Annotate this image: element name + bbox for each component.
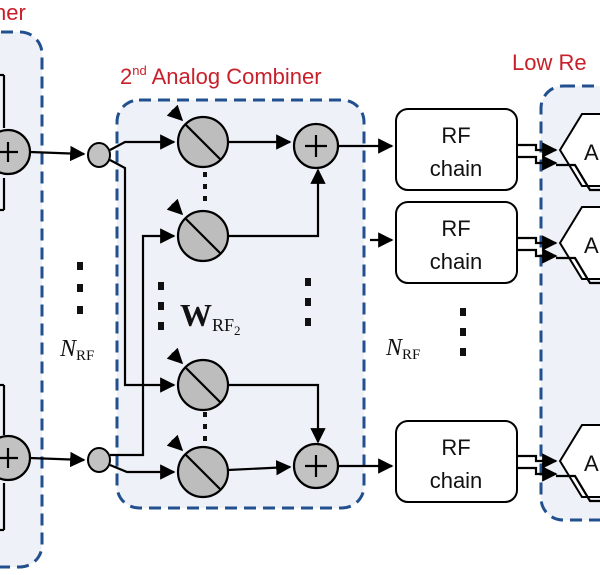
- first-combiner-title: ner: [0, 0, 26, 25]
- ellipsis-phase-bottom: [203, 412, 207, 441]
- svg-text:A: A: [584, 451, 599, 476]
- low-res-title: Low Re: [512, 50, 587, 75]
- svg-text:chain: chain: [430, 249, 483, 274]
- rf-chain-1: RF chain: [395, 108, 518, 191]
- svg-text:A: A: [584, 140, 599, 165]
- phase-shifter-1: [166, 104, 230, 169]
- splitter-top-wires: [109, 134, 176, 393]
- vertical-ellipsis-combiner-left: [158, 282, 164, 330]
- iq-wires-1: [517, 142, 558, 171]
- phase-shifter-4: [166, 434, 230, 499]
- svg-text:RF: RF: [441, 216, 470, 241]
- weight-matrix-label: WRF2: [180, 297, 241, 338]
- first-combiner-branch-top: [0, 73, 6, 212]
- combiner-adder-top: [292, 122, 340, 170]
- svg-text:RF: RF: [441, 435, 470, 460]
- wire-ps3-to-adder-bottom: [228, 383, 326, 444]
- svg-text:RF: RF: [441, 123, 470, 148]
- svg-text:chain: chain: [430, 156, 483, 181]
- ellipsis-phase-top: [203, 172, 207, 201]
- analog-combiner-title: 2nd Analog Combiner: [120, 63, 322, 89]
- svg-text:A: A: [584, 233, 599, 258]
- rf-chain-3: RF chain: [395, 420, 518, 503]
- splitter-bottom-wires: [109, 228, 176, 480]
- splitter-top: [87, 142, 111, 168]
- svg-text:chain: chain: [430, 468, 483, 493]
- iq-wires-3: [517, 453, 558, 482]
- splitter-bottom: [87, 447, 111, 473]
- vertical-ellipsis-left: [77, 262, 83, 314]
- wire-adder-to-splitter-top: [29, 145, 86, 162]
- vertical-ellipsis-combiner-right: [305, 278, 311, 326]
- combiner-adder-bottom: [292, 442, 340, 490]
- wire-ps4-to-adder-bottom: [227, 459, 292, 476]
- first-combiner-group: [0, 30, 44, 569]
- adc-3: A: [556, 424, 600, 503]
- adc-2: A: [556, 206, 600, 285]
- wire-adder-to-splitter-bottom: [29, 451, 86, 468]
- rf-chain-2: RF chain: [395, 201, 518, 284]
- wire-ps2-to-adder-top: [228, 168, 326, 238]
- nrf-label-right: NRF: [385, 335, 420, 363]
- low-res-adc-group: [539, 84, 600, 522]
- iq-wires-2: [517, 235, 558, 264]
- adc-1: A: [556, 113, 600, 192]
- nrf-label-left: NRF: [59, 336, 94, 364]
- first-combiner-branch-bottom: [0, 383, 6, 532]
- vertical-ellipsis-right: [460, 308, 466, 356]
